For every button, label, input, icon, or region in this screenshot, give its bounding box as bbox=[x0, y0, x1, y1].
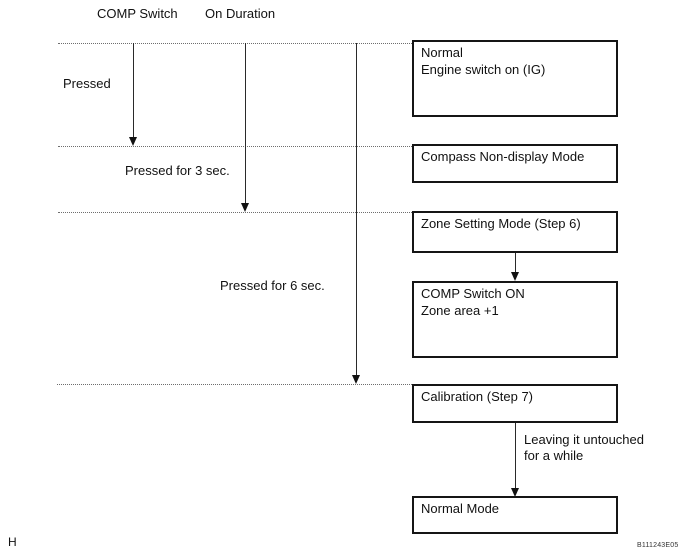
label-pressed: Pressed bbox=[63, 76, 111, 91]
divider-line-row3 bbox=[58, 212, 412, 213]
label-leaving-untouched-line2: for a while bbox=[524, 448, 584, 463]
label-leaving-untouched-line1: Leaving it untouched bbox=[524, 432, 644, 447]
divider-line-row1 bbox=[58, 43, 412, 44]
arrow-line-pressed bbox=[133, 43, 134, 137]
divider-line-row2 bbox=[58, 146, 412, 147]
down-arrowhead-icon bbox=[352, 375, 360, 384]
down-arrowhead-icon bbox=[511, 488, 519, 497]
box-normal-line2: Engine switch on (IG) bbox=[421, 62, 546, 77]
box-comp-switch-on-line1: COMP Switch ON bbox=[421, 286, 525, 301]
box-normal-line1: Normal bbox=[421, 45, 463, 60]
box-normal: Normal Engine switch on (IG) bbox=[412, 40, 618, 117]
column-header-on-duration: On Duration bbox=[205, 6, 276, 21]
page-marker: H bbox=[8, 535, 17, 549]
down-arrowhead-icon bbox=[129, 137, 137, 146]
arrow-line-pressed-3sec bbox=[245, 43, 246, 203]
box-compass-nondisplay-line1: Compass Non-display Mode bbox=[421, 149, 585, 164]
box-comp-switch-on-line2: Zone area +1 bbox=[421, 303, 499, 318]
box-normal-mode: Normal Mode bbox=[412, 496, 618, 534]
box-zone-setting-line1: Zone Setting Mode (Step 6) bbox=[421, 216, 581, 231]
box-calibration: Calibration (Step 7) bbox=[412, 384, 618, 423]
box-zone-setting: Zone Setting Mode (Step 6) bbox=[412, 211, 618, 253]
label-pressed-6sec: Pressed for 6 sec. bbox=[220, 278, 325, 293]
column-header-comp-switch: COMP Switch bbox=[97, 6, 178, 21]
label-pressed-3sec: Pressed for 3 sec. bbox=[125, 163, 230, 178]
box-comp-switch-on: COMP Switch ON Zone area +1 bbox=[412, 281, 618, 358]
box-calibration-line1: Calibration (Step 7) bbox=[421, 389, 533, 404]
down-arrowhead-icon bbox=[241, 203, 249, 212]
arrow-line-pressed-6sec bbox=[356, 43, 357, 375]
box-normal-mode-line1: Normal Mode bbox=[421, 501, 500, 516]
box-compass-nondisplay: Compass Non-display Mode bbox=[412, 144, 618, 183]
arrow-line-calibration-to-normal bbox=[515, 423, 516, 488]
divider-line-row4 bbox=[57, 384, 412, 385]
arrow-line-zone-to-compswitch bbox=[515, 253, 516, 272]
figure-code: B111243E05 bbox=[637, 542, 679, 549]
label-leaving-untouched: Leaving it untouched for a while bbox=[524, 432, 644, 464]
down-arrowhead-icon bbox=[511, 272, 519, 281]
